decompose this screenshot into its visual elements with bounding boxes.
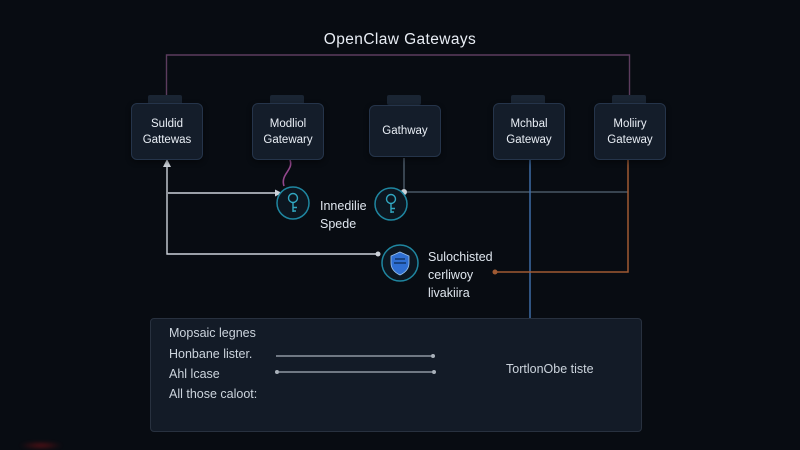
node-tab <box>511 95 545 105</box>
node-label: Gateway <box>506 133 552 146</box>
annotation-line: Sulochisted <box>428 250 493 264</box>
key-icon <box>374 187 408 221</box>
node-tab <box>387 95 421 105</box>
legend-row-1: Mopsaic legnes <box>169 326 256 340</box>
annotation-line: Spede <box>320 217 357 231</box>
legend-right-label: TortlonObe tiste <box>506 362 594 376</box>
node-label: Modliol <box>269 117 307 130</box>
node-tab <box>270 95 304 105</box>
annotation-innedilie-spede: Innedilie Spede <box>320 197 367 233</box>
endpoint-dot <box>375 251 381 257</box>
key-icon <box>276 186 310 220</box>
arrowhead-right <box>275 189 282 197</box>
junction-dot <box>401 189 407 195</box>
node-label: Gateway <box>607 133 653 146</box>
node-gathway: Gathway <box>369 105 441 157</box>
node-tab <box>612 95 646 105</box>
connector-node2-drop <box>282 159 292 187</box>
node-modliol-gatewary: Modliol Gatewary <box>252 103 324 160</box>
legend-row-4: All those caloot: <box>169 387 258 401</box>
node-label: Mchbal <box>510 117 548 130</box>
arrowhead-up <box>163 159 171 167</box>
orange-endpoint-dot <box>492 269 498 275</box>
annotation-line: cerliwoy <box>428 268 474 282</box>
annotation-line: Innedilie <box>320 199 367 213</box>
diagram-title: OpenClaw Gateways <box>323 31 477 48</box>
node-label: Moliiry <box>613 117 647 130</box>
node-mchbal-gateway: Mchbal Gateway <box>493 103 565 160</box>
node-suldid-gattewas: Suldid Gattewas <box>131 103 203 160</box>
legend-sample-lines <box>275 354 436 374</box>
annotation-line: livakiira <box>428 286 470 300</box>
node-label: Gathway <box>382 125 428 137</box>
legend-row-2: Honbane lister. <box>169 347 253 361</box>
node-label: Gattewas <box>142 133 192 146</box>
annotation-sulochisted: Sulochisted cerliwoy livakiira <box>428 248 493 302</box>
node-label: Gatewary <box>263 133 313 146</box>
bottom-left-red-smudge <box>12 441 70 450</box>
node-moliiry-gateway: Moliiry Gateway <box>594 103 666 160</box>
node-tab <box>148 95 182 105</box>
node-label: Suldid <box>151 117 183 130</box>
legend-panel: Mopsaic legnes Honbane lister. Ahl lcase… <box>150 318 642 432</box>
legend-row-3: Ahl lcase <box>169 367 220 381</box>
connector-node5-orange <box>497 158 629 273</box>
shield-icon <box>381 244 419 282</box>
